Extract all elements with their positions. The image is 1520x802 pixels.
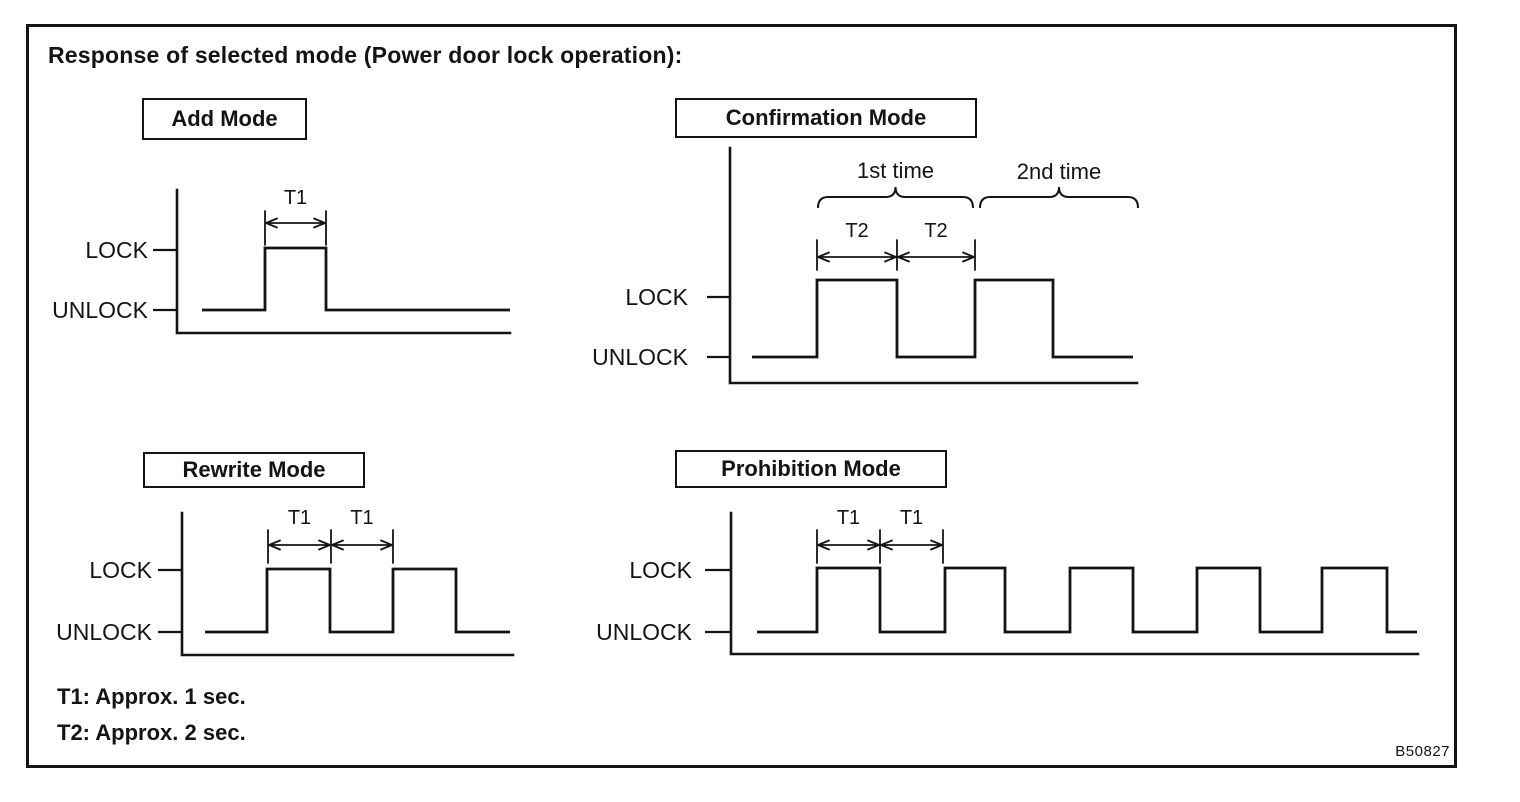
rewrite-mode-waveform-diagram: LOCK UNLOCK T1 T1 (56, 507, 515, 657)
unlock-label: UNLOCK (592, 344, 689, 370)
lock-label: LOCK (85, 237, 148, 263)
dimension-label: T1 (288, 507, 311, 529)
unlock-label: UNLOCK (56, 619, 153, 645)
confirmation-mode-waveform-diagram: LOCK UNLOCK T2 T2 1st time 2nd time (592, 146, 1139, 385)
level-ticks (707, 295, 730, 359)
axis (728, 146, 1139, 385)
dimension-arrow (331, 539, 393, 551)
waveform-signal (205, 567, 510, 634)
mode-title-prohibition: Prohibition Mode (675, 450, 947, 488)
brace (979, 186, 1139, 209)
mode-title-add: Add Mode (142, 98, 307, 140)
lock-label: LOCK (89, 557, 152, 583)
dimension-extension-lines (264, 210, 327, 246)
dimension-extension-lines (816, 529, 944, 564)
dimension-label: T1 (900, 507, 923, 529)
waveform-signal (757, 566, 1417, 634)
axis (175, 188, 512, 335)
dimension-arrow (880, 539, 943, 551)
lock-label: LOCK (629, 557, 692, 583)
lock-label: LOCK (625, 284, 688, 310)
dimension-extension-lines (816, 239, 976, 271)
dimension-arrow (897, 251, 975, 263)
figure-title: Response of selected mode (Power door lo… (48, 42, 683, 68)
dimension-label: T2 (845, 220, 868, 242)
unlock-label: UNLOCK (52, 297, 149, 323)
level-ticks (705, 568, 731, 634)
figure-code: B50827 (1395, 743, 1450, 760)
mode-title-confirmation: Confirmation Mode (675, 98, 977, 138)
axis (729, 511, 1420, 656)
level-ticks (158, 568, 182, 634)
axis (180, 511, 515, 657)
note-t2: T2: Approx. 2 sec. (57, 720, 246, 745)
waveform-signal (202, 246, 510, 312)
dimension-arrow (817, 539, 880, 551)
dimension-extension-lines (267, 529, 394, 564)
dimension-label: T1 (350, 507, 373, 529)
add-mode-waveform-diagram: LOCK UNLOCK T1 (52, 187, 512, 335)
dimension-label: T1 (284, 187, 307, 209)
brace (817, 186, 974, 209)
dimension-arrow (817, 251, 897, 263)
dimension-arrow (268, 539, 331, 551)
mode-title-rewrite: Rewrite Mode (143, 452, 365, 488)
dimension-arrow (265, 217, 326, 229)
brace-label: 1st time (857, 158, 934, 183)
dimension-label: T2 (924, 220, 947, 242)
waveform-signal (752, 278, 1133, 359)
dimension-label: T1 (837, 507, 860, 529)
brace-label: 2nd time (1017, 159, 1101, 184)
unlock-label: UNLOCK (596, 619, 693, 645)
note-t1: T1: Approx. 1 sec. (57, 684, 246, 709)
level-ticks (153, 248, 177, 312)
prohibition-mode-waveform-diagram: LOCK UNLOCK T1 T1 (596, 507, 1420, 656)
